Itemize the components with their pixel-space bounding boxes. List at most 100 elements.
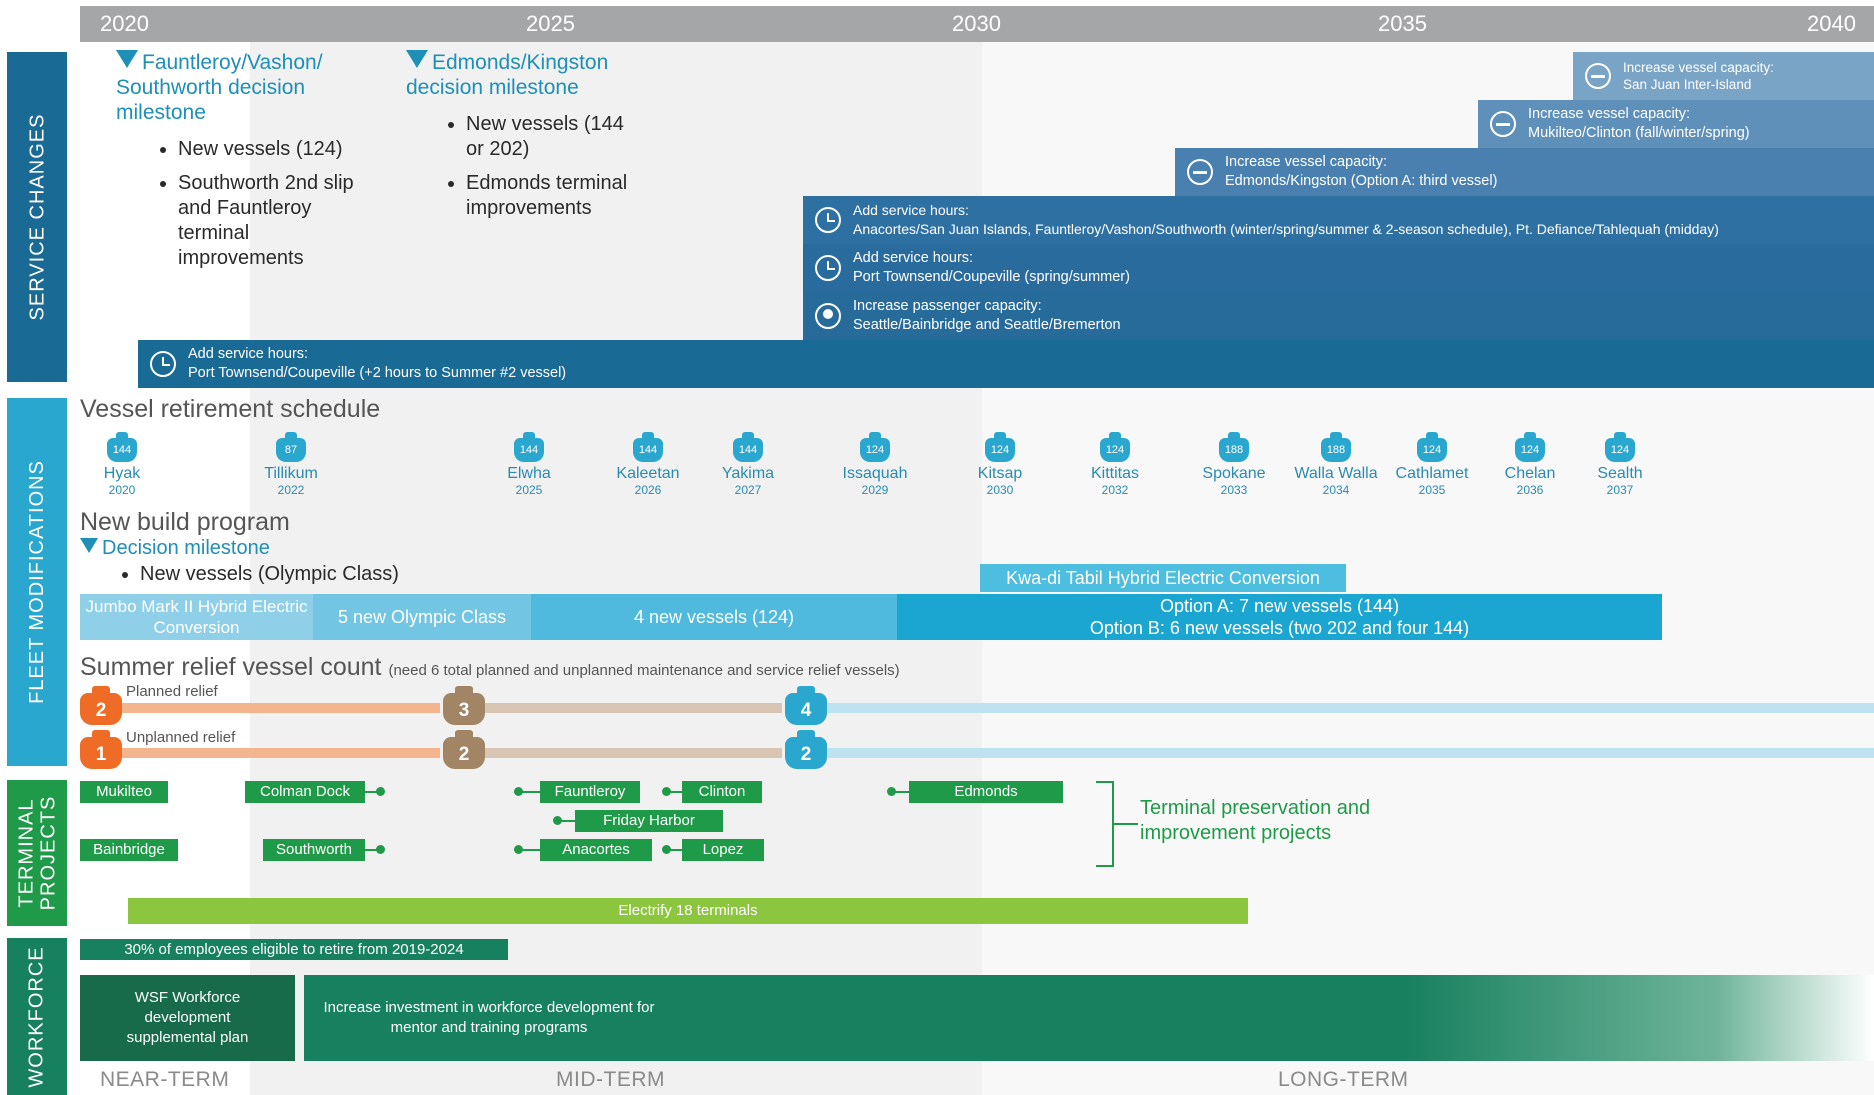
unplanned-relief-count-badge: 2 [785, 730, 827, 769]
ferry-icon: 188 [1321, 432, 1351, 462]
edmonds-milestone: Edmonds/Kingston decision milestone New … [406, 50, 646, 230]
vessel-retirement-heading: Vessel retirement schedule [80, 395, 381, 423]
terminal-bracket [1096, 781, 1114, 867]
new-build-heading: New build program [80, 508, 290, 536]
workforce-plan-box: WSF Workforce development supplemental p… [80, 975, 295, 1061]
ferry-icon: 124 [1605, 432, 1635, 462]
workforce-investment-bar: Increase investment in workforce develop… [304, 975, 1874, 1061]
vessel-name: Kittitas [1090, 465, 1139, 482]
year-label: 2030 [952, 11, 1001, 36]
milestone-bullet: Edmonds terminal improvements [466, 171, 646, 221]
planned-relief-count-badge: 4 [785, 686, 827, 725]
vessel-name: Issaquah [842, 465, 908, 482]
electrify-terminals-bar: Electrify 18 terminals [128, 898, 1248, 924]
vessel-retirement-year: 2022 [277, 483, 305, 497]
vessel-retirement-year: 2036 [1516, 483, 1544, 497]
option-a-label: Option A: 7 new vessels (144) [1159, 596, 1400, 616]
era-near-term: NEAR-TERM [100, 1068, 230, 1091]
olympic-class-bar: 5 new Olympic Class [313, 594, 531, 640]
planned-arrow [122, 703, 440, 713]
vessel-name: Chelan [1504, 465, 1556, 482]
vessel-name: Yakima [721, 465, 775, 482]
new-build-bullets: New vessels (Olympic Class) [140, 562, 399, 596]
minus-circle-icon [1585, 63, 1611, 89]
milestone-bullet: Southworth 2nd slip and Fauntleroy termi… [178, 171, 376, 271]
year-label: 2035 [1378, 11, 1427, 36]
retirement-eligibility-bar: 30% of employees eligible to retire from… [80, 939, 508, 960]
terminal-bainbridge: Bainbridge [80, 839, 178, 861]
workforce-investment-label: Increase investment in workforce develop… [323, 999, 655, 1036]
ferry-icon: 124 [1417, 432, 1447, 462]
year-label: 2025 [526, 11, 575, 36]
relief-note: (need 6 total planned and unplanned main… [388, 662, 900, 679]
unplanned-arrow [122, 748, 440, 758]
terminal-mukilteo: Mukilteo [80, 781, 168, 803]
service-bar: Increase vessel capacity:Mukilteo/Clinto… [1478, 100, 1874, 148]
era-long-term: LONG-TERM [1278, 1068, 1409, 1091]
planned-relief-count-badge: 2 [80, 686, 122, 725]
option-b-label: Option B: 6 new vessels (two 202 and fou… [1089, 618, 1470, 638]
terminal-lopez: Lopez [682, 839, 764, 861]
unplanned-relief-count-badge: 2 [443, 730, 485, 769]
decision-milestone: Decision milestone [80, 536, 270, 561]
section-label-workforce: WORKFORCE [7, 938, 67, 1095]
service-bar: Increase vessel capacity:San Juan Inter-… [1573, 52, 1874, 100]
vessel-name: Tillikum [264, 465, 318, 482]
relief-heading: Summer relief vessel count (need 6 total… [80, 653, 900, 681]
terminal-bracket-label: Terminal preservation and improvement pr… [1140, 797, 1371, 844]
planned-relief-count-badge: 3 [443, 686, 485, 725]
milestone-bullet: New vessels (144 or 202) [466, 112, 646, 162]
terminal-anacortes: Anacortes [540, 839, 652, 861]
year-label: 2040 [1807, 11, 1856, 36]
milestone-triangle-icon [80, 538, 98, 553]
service-bar: Add service hours:Port Townsend/Coupevil… [138, 340, 1874, 388]
vessel-retirement-year: 2020 [108, 483, 136, 497]
terminal-colman-dock: Colman Dock [245, 781, 365, 803]
terminal-fauntleroy: Fauntleroy [540, 781, 640, 803]
terminal-edmonds: Edmonds [909, 781, 1063, 803]
kwa-di-tabil-bar: Kwa-di Tabil Hybrid Electric Conversion [980, 564, 1346, 592]
service-bar: Increase vessel capacity:Edmonds/Kingsto… [1175, 148, 1874, 196]
minus-circle-icon [1187, 159, 1213, 185]
service-bar: Increase passenger capacity:Seattle/Bain… [803, 292, 1874, 340]
vessel-retirement-year: 2026 [634, 483, 662, 497]
vessel-name: Walla Walla [1294, 465, 1378, 482]
vessel-name: Kaleetan [616, 465, 680, 482]
vessel-name: Kitsap [977, 465, 1023, 482]
ferry-icon: 124 [860, 432, 890, 462]
service-bar: Add service hours:Port Townsend/Coupevil… [803, 244, 1874, 292]
planned-relief-label: Planned relief [126, 683, 218, 700]
vessel-retirement-year: 2025 [515, 483, 543, 497]
vessel-retirement-year: 2030 [986, 483, 1014, 497]
vessel-retirement-year: 2032 [1101, 483, 1129, 497]
vessel-retirement-year: 2034 [1322, 483, 1350, 497]
minus-circle-icon [1490, 111, 1516, 137]
vessel-name: Elwha [507, 465, 551, 482]
planned-arrow [825, 703, 1874, 713]
vessel-retirement-year: 2037 [1606, 483, 1634, 497]
milestone-title: Edmonds/Kingston decision milestone [406, 51, 609, 99]
milestone-triangle-icon [406, 50, 428, 68]
ferry-icon: 124 [985, 432, 1015, 462]
era-mid-term: MID-TERM [556, 1068, 665, 1091]
vessel-name: Spokane [1202, 465, 1266, 482]
ferry-icon: 124 [1100, 432, 1130, 462]
vessel-retirement-year: 2029 [861, 483, 889, 497]
year-axis: 2020 2025 2030 2035 2040 [80, 6, 1874, 42]
unplanned-arrow [825, 748, 1874, 758]
ferry-icon: 188 [1219, 432, 1249, 462]
section-label-service-changes: SERVICE CHANGES [7, 52, 67, 382]
